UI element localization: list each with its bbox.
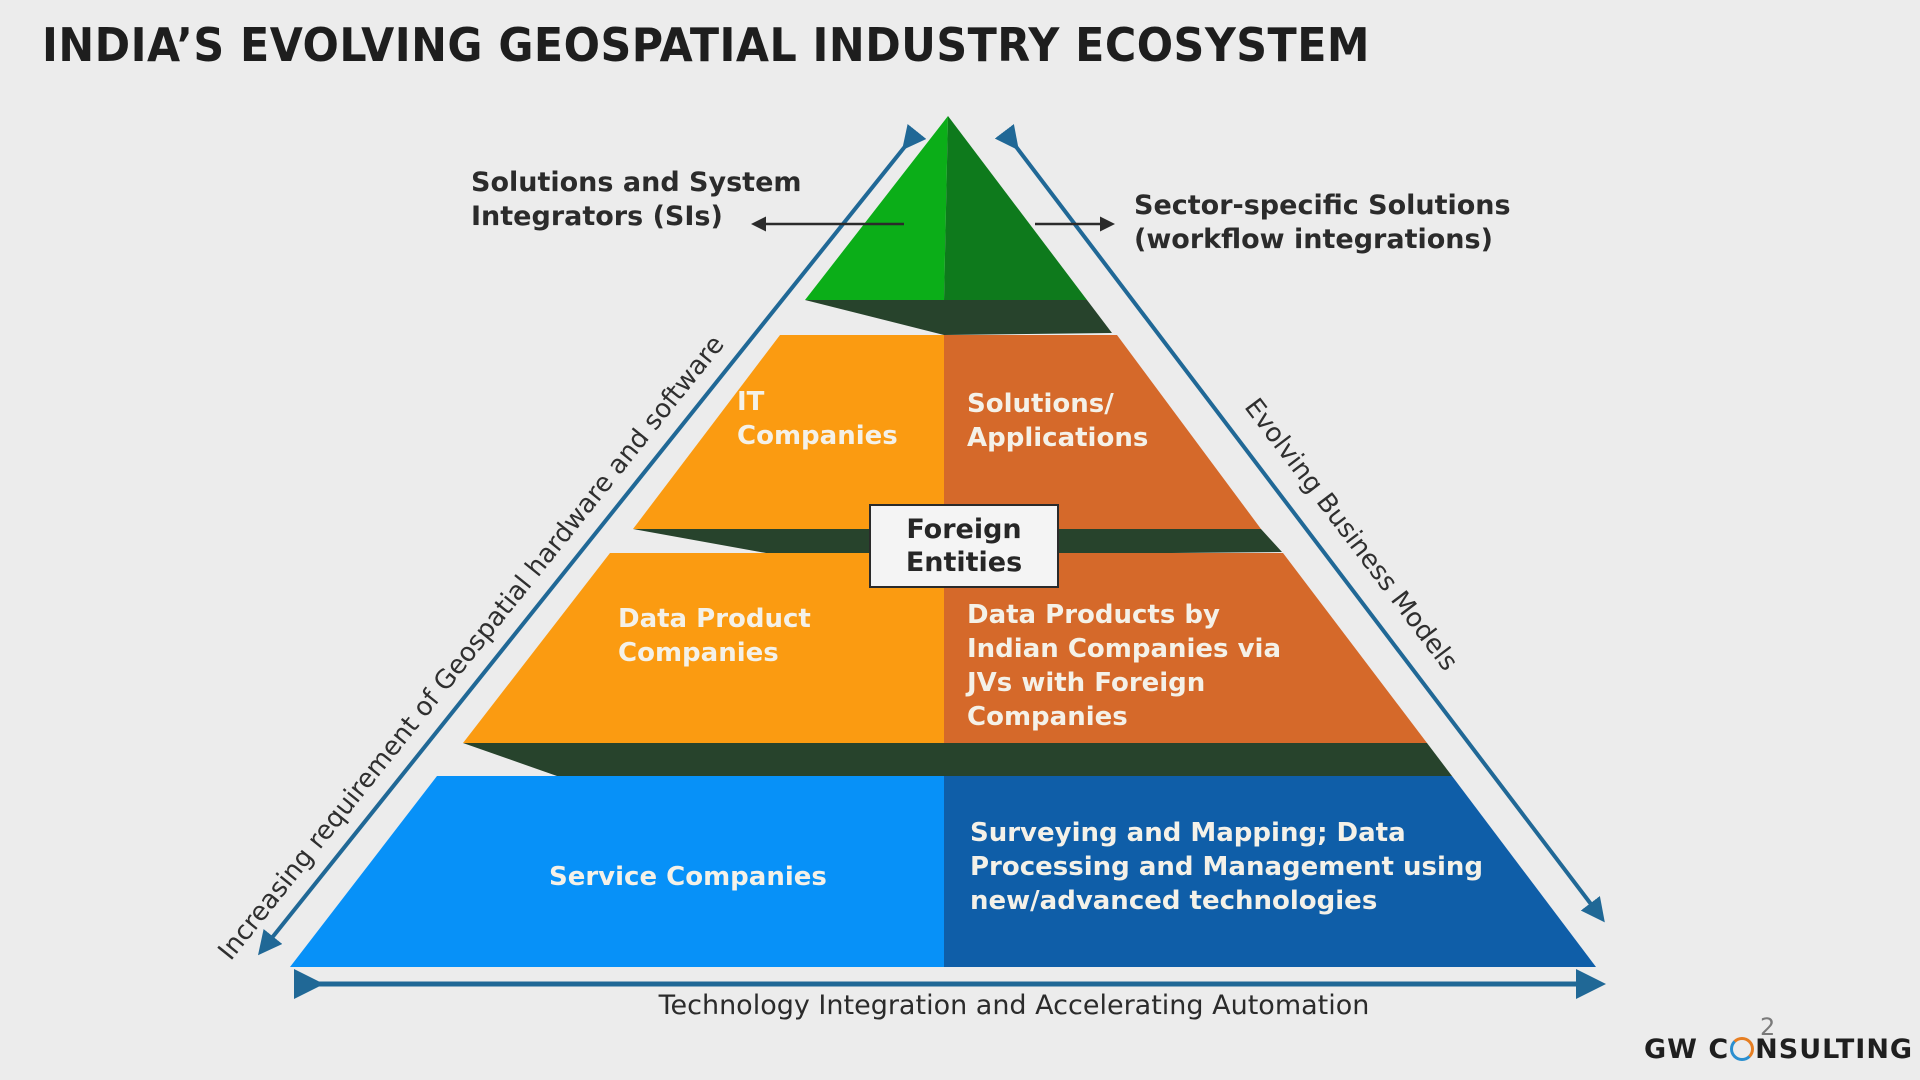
page-number: 2 [1760,1013,1776,1041]
foreign-line1: Foreign [906,514,1022,545]
tier2-right-line3: JVs with Foreign [967,668,1206,698]
left-axis-arrow [258,124,927,956]
tier2-left-line1: Data Product [618,604,811,634]
globe-icon [1730,1037,1755,1061]
page-title: INDIA’S EVOLVING GEOSPATIAL INDUSTRY ECO… [42,18,1370,72]
tier1-left-line1: IT [737,387,765,417]
tier2-left-line2: Companies [618,638,779,668]
service-companies-label: Service Companies [549,860,827,894]
tier2-right-line4: Companies [967,702,1128,732]
tier2-right-line1: Data Products by [967,600,1220,630]
logo-text-pre: GW C [1644,1034,1730,1065]
apex-left [805,116,948,300]
tier1-left-line2: Companies [737,421,898,451]
tier1-right-line2: Applications [967,423,1149,453]
tier3-right-line1: Surveying and Mapping; Data [970,818,1406,848]
foreign-entities-box: Foreign Entities [869,504,1059,588]
tier2-right-line2: Indian Companies via [967,634,1281,664]
shadow-top [805,300,1112,335]
sector-callout-line2: (workflow integrations) [1134,224,1493,255]
sis-callout-line2: Integrators (SIs) [471,201,723,232]
sector-callout: Sector-specific Solutions (workflow inte… [1134,189,1511,257]
gw-consulting-logo: GW C NSULTING [1644,1034,1913,1065]
bottom-axis-label: Technology Integration and Accelerating … [658,990,1370,1021]
sector-callout-line1: Sector-specific Solutions [1134,190,1511,221]
sis-callout-line1: Solutions and System [471,167,802,198]
shadow-bottom [463,743,1452,776]
tier3-right-line2: Processing and Management using [970,852,1483,882]
sis-callout: Solutions and System Integrators (SIs) [471,166,802,234]
solutions-applications-label: Solutions/ Applications [967,387,1148,455]
tier3-left-line1: Service Companies [549,862,827,892]
tier1-right-line1: Solutions/ [967,389,1114,419]
data-product-companies-label: Data Product Companies [618,602,811,670]
right-axis-arrow [994,124,1605,923]
jv-data-products-label: Data Products by Indian Companies via JV… [967,598,1281,734]
it-companies-label: IT Companies [737,385,898,453]
tier3-right-line3: new/advanced technologies [970,886,1378,916]
surveying-mapping-label: Surveying and Mapping; Data Processing a… [970,816,1483,918]
foreign-line2: Entities [905,547,1023,578]
logo-text-post: NSULTING [1755,1034,1914,1065]
